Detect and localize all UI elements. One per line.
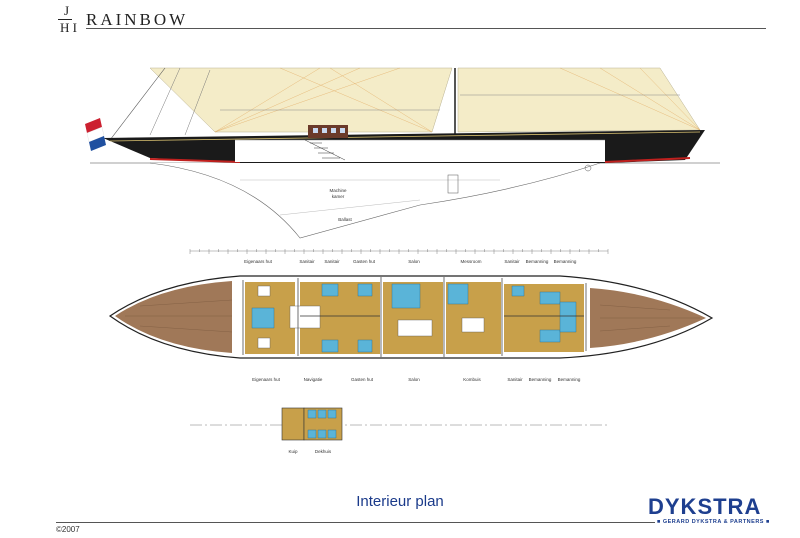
upper-deck-label-7: Bemanning	[526, 259, 549, 264]
cockpit	[281, 407, 305, 441]
lower-deck-label-7: Bemanning	[558, 377, 581, 382]
logo-letter-bottom: H I	[60, 20, 77, 35]
plan-caption: Interieur plan	[356, 493, 444, 510]
hull-underbody	[149, 162, 601, 239]
upper-deck-label-0: Eigenaars hut	[244, 259, 273, 264]
upper-deck-label-3: Gasten hut	[353, 259, 376, 264]
copyright: ©2007	[56, 525, 80, 534]
dykstra-subtitle: ■ GERARD DYKSTRA & PARTNERS ■	[655, 519, 772, 525]
jh-class-logo: J H I	[56, 4, 82, 36]
lower-deck-label-5: Sanitair	[507, 377, 523, 382]
yacht-name: RAINBOW	[86, 10, 189, 29]
sails	[149, 67, 701, 133]
mainsail	[457, 67, 701, 133]
deckhouse-plan: Kuip Dekhuis	[190, 407, 608, 454]
netherlands-flag	[85, 118, 106, 151]
foresail	[149, 67, 453, 133]
deckhouse-label-kuip: Kuip	[288, 449, 298, 454]
machine-room-label-2: kamer	[332, 194, 345, 199]
dykstra-logo: DYKSTRA	[648, 494, 762, 519]
lower-deck-label-0: Eigenaars hut	[252, 377, 281, 382]
upper-deck-label-6: Sanitair	[504, 259, 520, 264]
footer-rule	[56, 522, 766, 523]
forestay	[109, 67, 166, 141]
lower-deck-labels: Eigenaars hut Navigatie Gasten hut Salon Kom…	[252, 377, 581, 382]
upper-deck-label-1: Sanitair	[299, 259, 315, 264]
ballast-label: Ballast	[338, 217, 352, 222]
bow-teak	[115, 281, 232, 353]
sheer-stripe	[109, 131, 701, 142]
companionway-stairs	[304, 139, 346, 161]
lower-deck-label-4: Kombuis	[463, 377, 481, 382]
lower-deck-label-2: Gasten hut	[351, 377, 374, 382]
upper-deck-labels: Eigenaars hut Sanitair Sanitair Gasten hut S…	[244, 259, 577, 264]
lower-deck-label-1: Navigatie	[304, 377, 323, 382]
profile-view: Machine kamer Ballast	[85, 67, 720, 239]
machine-room-label-1: Machine	[329, 188, 347, 193]
logo-letter-top: J	[64, 3, 70, 18]
lower-deck-label-3: Salon	[408, 377, 420, 382]
logo-divider	[58, 19, 72, 20]
upper-deck-label-2: Sanitair	[324, 259, 340, 264]
boot-stripe	[149, 157, 691, 163]
upper-deck-label-4: Salon	[408, 259, 420, 264]
lower-deck-label-6: Bemanning	[529, 377, 552, 382]
upper-deck-label-8: Bemanning	[554, 259, 577, 264]
scale-bar	[189, 249, 609, 254]
deck-plan	[108, 275, 714, 359]
deckhouse-label-dekhuis: Dekhuis	[315, 449, 332, 454]
title-rule	[86, 28, 766, 29]
upper-deck-label-5: Messroom	[460, 259, 481, 264]
